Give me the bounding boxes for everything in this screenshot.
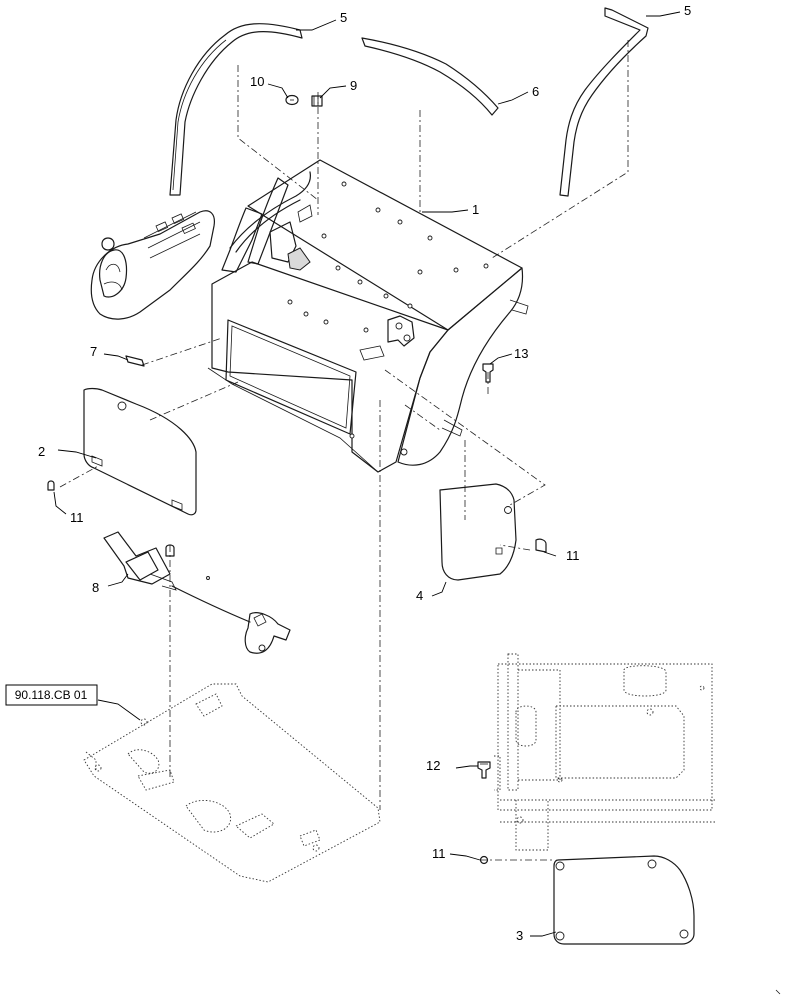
callout-7: 7 bbox=[90, 344, 97, 359]
joystick-console bbox=[90, 210, 215, 320]
grab-handle-left bbox=[169, 23, 303, 196]
callout-8: 8 bbox=[92, 580, 99, 595]
side-cover-left bbox=[83, 387, 197, 516]
reference-box[interactable]: 90.118.CB 01 bbox=[5, 684, 98, 706]
callout-11-right: 11 bbox=[566, 548, 580, 563]
leader-lines bbox=[53, 11, 681, 937]
detail-view bbox=[477, 653, 716, 851]
floor-plate bbox=[83, 683, 381, 883]
callout-labels: 5 5 6 9 10 1 7 2 11 13 11 4 8 12 11 3 bbox=[38, 3, 691, 943]
callout-6: 6 bbox=[532, 84, 539, 99]
callout-5-left: 5 bbox=[340, 10, 347, 25]
screws bbox=[47, 480, 547, 865]
reference-label[interactable]: 90.118.CB 01 bbox=[15, 688, 88, 702]
corner-mark bbox=[775, 989, 781, 995]
main-frame bbox=[207, 159, 529, 473]
side-cover-right bbox=[439, 483, 517, 581]
brake-linkage bbox=[103, 531, 291, 654]
callout-9: 9 bbox=[350, 78, 357, 93]
bolt bbox=[482, 363, 494, 383]
callout-3: 3 bbox=[516, 928, 523, 943]
frame-holes bbox=[287, 181, 489, 456]
callout-4: 4 bbox=[416, 588, 423, 603]
callout-11-left: 11 bbox=[70, 510, 84, 525]
inspection-cover bbox=[553, 855, 695, 945]
reference-box-frame bbox=[5, 684, 98, 706]
trim-strip bbox=[361, 37, 499, 116]
callout-11-detail: 11 bbox=[432, 846, 446, 861]
callout-1: 1 bbox=[472, 202, 479, 217]
fitting-and-nut bbox=[285, 94, 323, 107]
callout-10: 10 bbox=[250, 74, 264, 89]
assembly-guide-lines bbox=[59, 40, 629, 861]
callout-2: 2 bbox=[38, 444, 45, 459]
grab-handle-right bbox=[559, 7, 649, 197]
callout-5-right: 5 bbox=[684, 3, 691, 18]
callout-12: 12 bbox=[426, 758, 440, 773]
pin bbox=[125, 355, 145, 367]
callout-13: 13 bbox=[514, 346, 528, 361]
